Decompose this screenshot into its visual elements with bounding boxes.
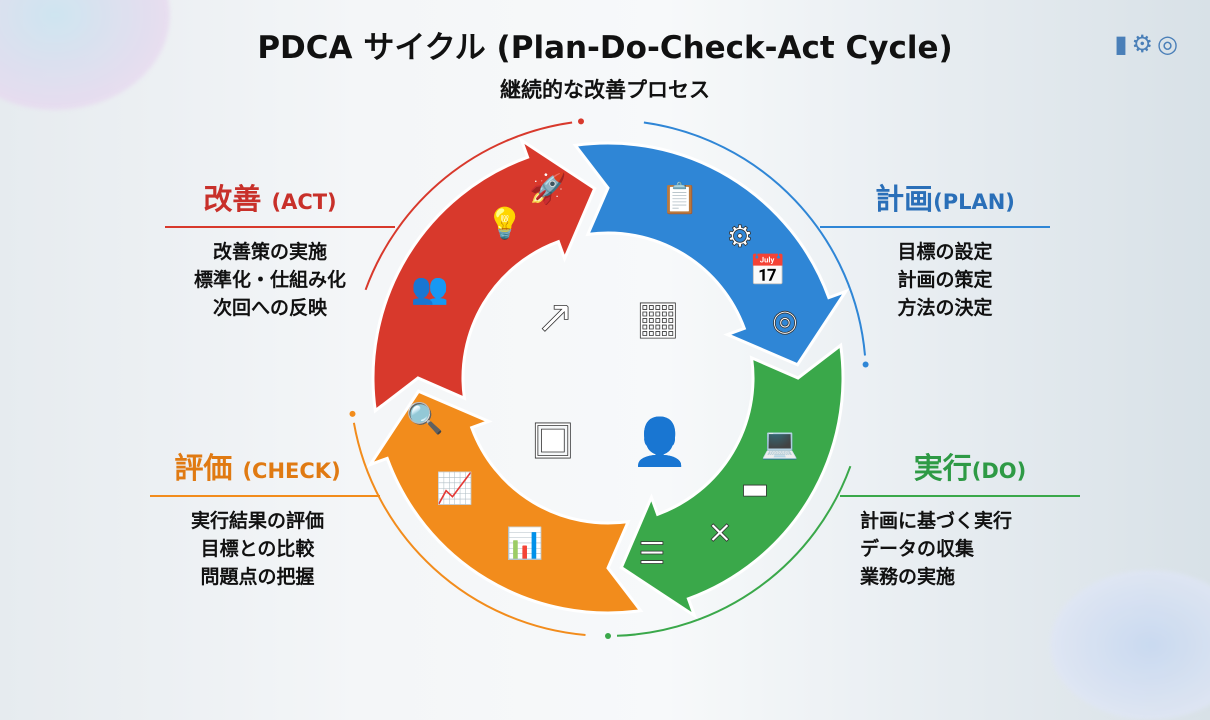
divider xyxy=(840,495,1080,497)
gears-icon: ⚙ xyxy=(727,220,754,255)
guide-arc-act xyxy=(364,121,573,291)
cycle-arrow-plan xyxy=(572,141,850,367)
guide-arc-do xyxy=(616,465,852,637)
lightbulb-icon: 💡 xyxy=(486,206,523,242)
central-calendar-icon: ▦ xyxy=(636,290,679,344)
calendar-icon: 📅 xyxy=(749,253,786,289)
progress-bars-icon: ▬ xyxy=(741,472,769,507)
laptop-icon: 💻 xyxy=(761,427,798,462)
do-item: 業務の実施 xyxy=(860,566,956,588)
phase-do-en: (DO) xyxy=(971,459,1027,483)
guide-arrow-tip-plan xyxy=(862,361,869,368)
phase-plan-en: (PLAN) xyxy=(933,190,1015,214)
guide-arrow-tip-check xyxy=(349,410,356,417)
act-item: 次回への反映 xyxy=(212,297,327,319)
clipboard-icon: 📋 xyxy=(661,181,698,217)
magnifier-icon: 🔍 xyxy=(406,399,443,437)
cycle-arrow-act xyxy=(371,136,597,414)
phase-do: 実行(DO) 計画に基づく実行 データの収集 業務の実施 xyxy=(840,445,1080,591)
phase-check-jp: 評価 xyxy=(174,451,233,485)
cycle-arrow-do xyxy=(619,342,845,620)
growth-chart-icon: ↗ xyxy=(536,290,575,344)
tools-icon: ✕ xyxy=(707,517,732,552)
phase-plan: 計画(PLAN) 目標の設定 計画の策定 方法の決定 xyxy=(820,176,1050,322)
analytics-settings-target-icons: ▮⚙◎ xyxy=(1114,30,1182,58)
target-icon: ◎ xyxy=(772,304,798,339)
divider xyxy=(165,226,395,228)
phase-act-jp: 改善 xyxy=(203,182,262,216)
phase-act: 改善 (ACT) 改善策の実施 標準化・仕組み化 次回への反映 xyxy=(165,176,395,322)
divider xyxy=(150,495,380,497)
phase-check: 評価 (CHECK) 実行結果の評価 目標との比較 問題点の把握 xyxy=(150,445,380,591)
act-item: 改善策の実施 xyxy=(212,241,327,263)
act-item: 標準化・仕組み化 xyxy=(193,269,346,291)
phase-do-jp: 実行 xyxy=(913,451,972,485)
page-subtitle: 継続的な改善プロセス xyxy=(500,78,710,102)
bar-chart-icon: 📊 xyxy=(506,526,543,562)
pdca-cycle-diagram: 💡🚀 👥 📋 ⚙📅 ◎ 💻 ▬ ✕ ☰ 🔍 📈 📊 ↗ ▦ ▣ 👤 xyxy=(349,118,869,639)
phase-act-en: (ACT) xyxy=(271,190,337,214)
check-item: 問題点の把握 xyxy=(200,566,315,588)
divider xyxy=(820,226,1050,228)
guide-arc-plan xyxy=(643,121,866,356)
presentation-icon: ▣ xyxy=(531,410,574,464)
chart-board-icon: 📈 xyxy=(436,471,473,507)
plan-item: 目標の設定 xyxy=(897,241,993,263)
check-item: 実行結果の評価 xyxy=(190,510,324,532)
guide-arrow-tip-act xyxy=(578,118,584,125)
people-feedback-icon: 👥 xyxy=(411,272,448,307)
page-title: PDCA サイクル (Plan-Do-Check-Act Cycle) xyxy=(257,30,953,66)
plan-item: 方法の決定 xyxy=(897,297,993,319)
do-item: 計画に基づく実行 xyxy=(860,510,1013,532)
rocket-icon: 🚀 xyxy=(529,171,566,207)
phase-check-en: (CHECK) xyxy=(242,459,341,483)
person-at-desk-icon: 👤 xyxy=(631,415,688,469)
do-item: データの収集 xyxy=(860,538,975,560)
guide-arrow-tip-do xyxy=(605,633,611,639)
phase-plan-jp: 計画 xyxy=(875,182,934,216)
settings-panel-icon: ☰ xyxy=(639,537,666,572)
guide-arc-check xyxy=(352,422,586,636)
cycle-arrow-check xyxy=(366,389,644,615)
check-item: 目標との比較 xyxy=(200,538,315,560)
plan-item: 計画の策定 xyxy=(897,269,993,291)
